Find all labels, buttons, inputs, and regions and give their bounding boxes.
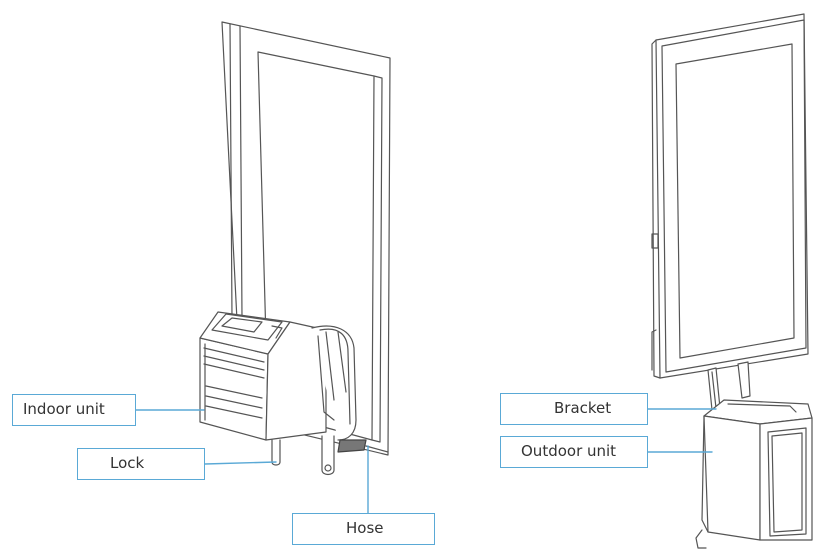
indoor-unit-label: Indoor unit xyxy=(12,394,136,426)
outdoor-unit-drawing xyxy=(695,361,813,549)
lock-label: Lock xyxy=(77,448,205,480)
window-frame-left xyxy=(221,21,391,456)
outdoor-unit-label: Outdoor unit xyxy=(500,436,648,468)
hose-label: Hose xyxy=(292,513,435,545)
leader-lines xyxy=(135,408,717,514)
indoor-unit-drawing xyxy=(199,311,389,476)
bracket-label: Bracket xyxy=(500,393,648,425)
window-frame-right xyxy=(651,13,809,379)
leader-line-lock xyxy=(204,461,277,465)
